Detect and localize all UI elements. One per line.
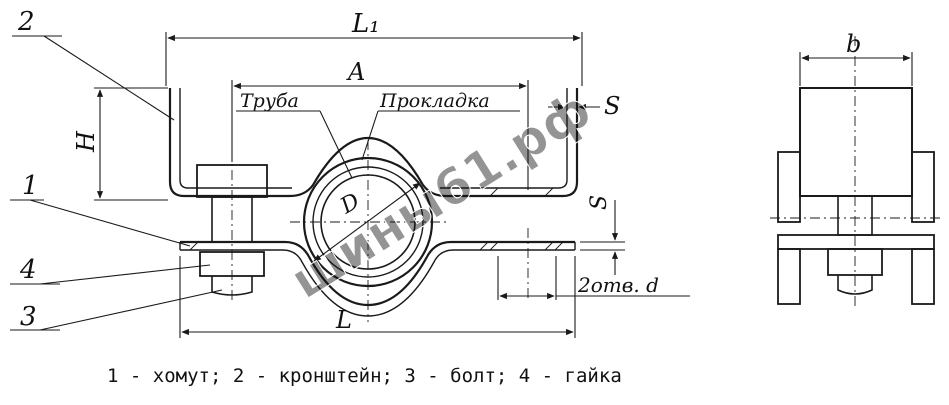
label-pipe: Труба bbox=[240, 90, 299, 112]
labels: 2 1 4 3 L₁ A H S S D L b 2отв. d Труба П… bbox=[17, 7, 861, 387]
side-bolt bbox=[837, 195, 873, 236]
side-view bbox=[770, 52, 942, 305]
dimension-lines bbox=[10, 32, 690, 338]
caption: 1 - хомут; 2 - кронштейн; 3 - болт; 4 - … bbox=[107, 365, 622, 387]
dim-b: b bbox=[846, 30, 861, 58]
dim-L: L bbox=[335, 306, 352, 334]
dim-S-right: S bbox=[604, 92, 620, 120]
callout-1: 1 bbox=[22, 171, 39, 201]
dim-H: H bbox=[72, 130, 100, 153]
dim-holes: 2отв. d bbox=[577, 273, 659, 297]
callout-2: 2 bbox=[17, 7, 35, 37]
callout-4: 4 bbox=[19, 255, 37, 285]
bracket bbox=[168, 88, 579, 198]
side-nut bbox=[827, 248, 883, 276]
dim-S-vertical: S bbox=[587, 195, 612, 210]
label-gasket: Прокладка bbox=[379, 90, 490, 112]
dim-A: A bbox=[346, 58, 365, 86]
side-clamp bbox=[777, 234, 935, 250]
side-bracket bbox=[799, 87, 913, 197]
dim-L1: L₁ bbox=[351, 9, 380, 39]
callout-3: 3 bbox=[20, 302, 37, 332]
